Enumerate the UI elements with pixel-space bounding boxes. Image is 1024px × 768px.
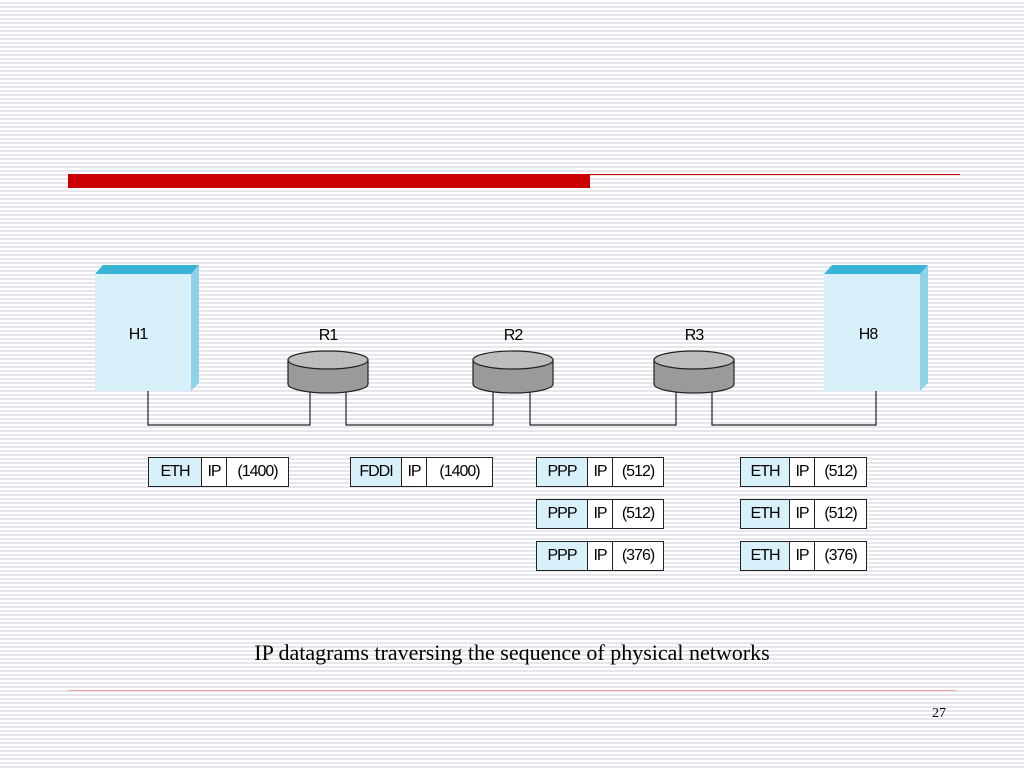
host-h8: H8 (824, 265, 928, 391)
frame-link-header: FDDI (351, 458, 401, 486)
frame-link-header: ETH (149, 458, 201, 486)
link-r2-r3 (529, 392, 677, 426)
host-h1-top (95, 265, 199, 274)
frame-link-header: PPP (537, 542, 587, 570)
frame-size: (512) (814, 458, 866, 486)
frame-net3-3: PPP IP (376) (536, 541, 664, 571)
host-h8-label: H8 (859, 326, 879, 343)
host-h1-side (191, 265, 199, 391)
frame-ip-header: IP (201, 458, 226, 486)
link-h1-r1 (147, 391, 311, 426)
frame-net4-3: ETH IP (376) (740, 541, 867, 571)
diagram-caption: IP datagrams traversing the sequence of … (254, 640, 770, 665)
host-h8-top (824, 265, 928, 274)
frame-ip-header: IP (789, 500, 814, 528)
link-r1-r2 (345, 392, 494, 426)
router-r3-label: R3 (685, 327, 705, 344)
frame-ip-header: IP (789, 542, 814, 570)
frame-net4-1: ETH IP (512) (740, 457, 867, 487)
router-r2-label: R2 (504, 327, 524, 344)
frame-link-header: PPP (537, 500, 587, 528)
frame-net4-2: ETH IP (512) (740, 499, 867, 529)
frame-size: (1400) (226, 458, 288, 486)
title-rule-thick (68, 174, 590, 188)
footer-rule (68, 690, 956, 691)
host-h1: H1 (95, 265, 199, 391)
router-r2-top (472, 350, 554, 370)
frame-size: (512) (612, 500, 663, 528)
page-number: 27 (932, 706, 946, 721)
frame-link-header: PPP (537, 458, 587, 486)
router-r3-top (653, 350, 735, 370)
router-r1-top (287, 350, 369, 370)
frame-size: (376) (814, 542, 866, 570)
host-h8-face (824, 274, 920, 391)
frame-link-header: ETH (741, 542, 789, 570)
frame-size: (1400) (426, 458, 492, 486)
host-h1-face (95, 274, 191, 391)
link-r3-h8 (711, 391, 877, 426)
frame-link-header: ETH (741, 458, 789, 486)
frame-ip-header: IP (587, 542, 612, 570)
router-r1-label: R1 (319, 327, 339, 344)
router-r1: R1 (287, 327, 369, 394)
frame-size: (512) (814, 500, 866, 528)
router-r2: R2 (472, 327, 554, 394)
frame-size: (376) (612, 542, 663, 570)
frame-net2-1: FDDI IP (1400) (350, 457, 493, 487)
frame-net1-1: ETH IP (1400) (148, 457, 289, 487)
router-r3: R3 (653, 327, 735, 394)
frame-ip-header: IP (789, 458, 814, 486)
frame-net3-2: PPP IP (512) (536, 499, 664, 529)
title-rule-thin (590, 174, 960, 175)
frame-ip-header: IP (587, 500, 612, 528)
host-h1-label: H1 (129, 326, 149, 343)
frame-link-header: ETH (741, 500, 789, 528)
frame-ip-header: IP (587, 458, 612, 486)
frame-net3-1: PPP IP (512) (536, 457, 664, 487)
frame-size: (512) (612, 458, 663, 486)
host-h8-side (920, 265, 928, 391)
frame-ip-header: IP (401, 458, 426, 486)
